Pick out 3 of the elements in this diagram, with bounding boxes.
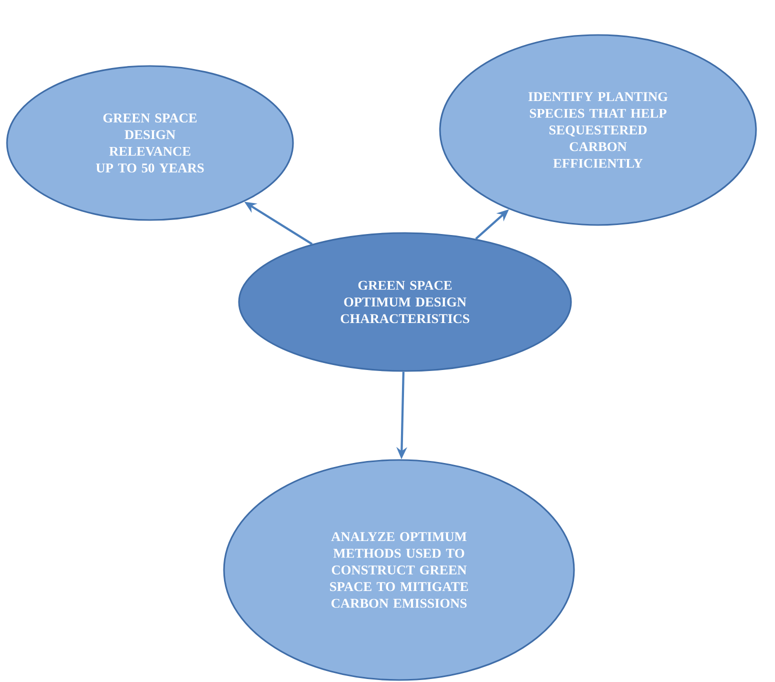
ellipse-node: GREEN SPACE DESIGN RELEVANCE UP TO 50 YEARS — [6, 65, 294, 221]
ellipse-node: ANALYZE OPTIMUM METHODS USED TO CONSTRUCT GREEN SPACE TO MITIGATE CARBON EMISSIONS — [223, 459, 575, 681]
ellipse-node: IDENTIFY PLANTING SPECIES THAT HELP SEQUESTERED CARBON EFFICIENTLY — [439, 34, 757, 226]
